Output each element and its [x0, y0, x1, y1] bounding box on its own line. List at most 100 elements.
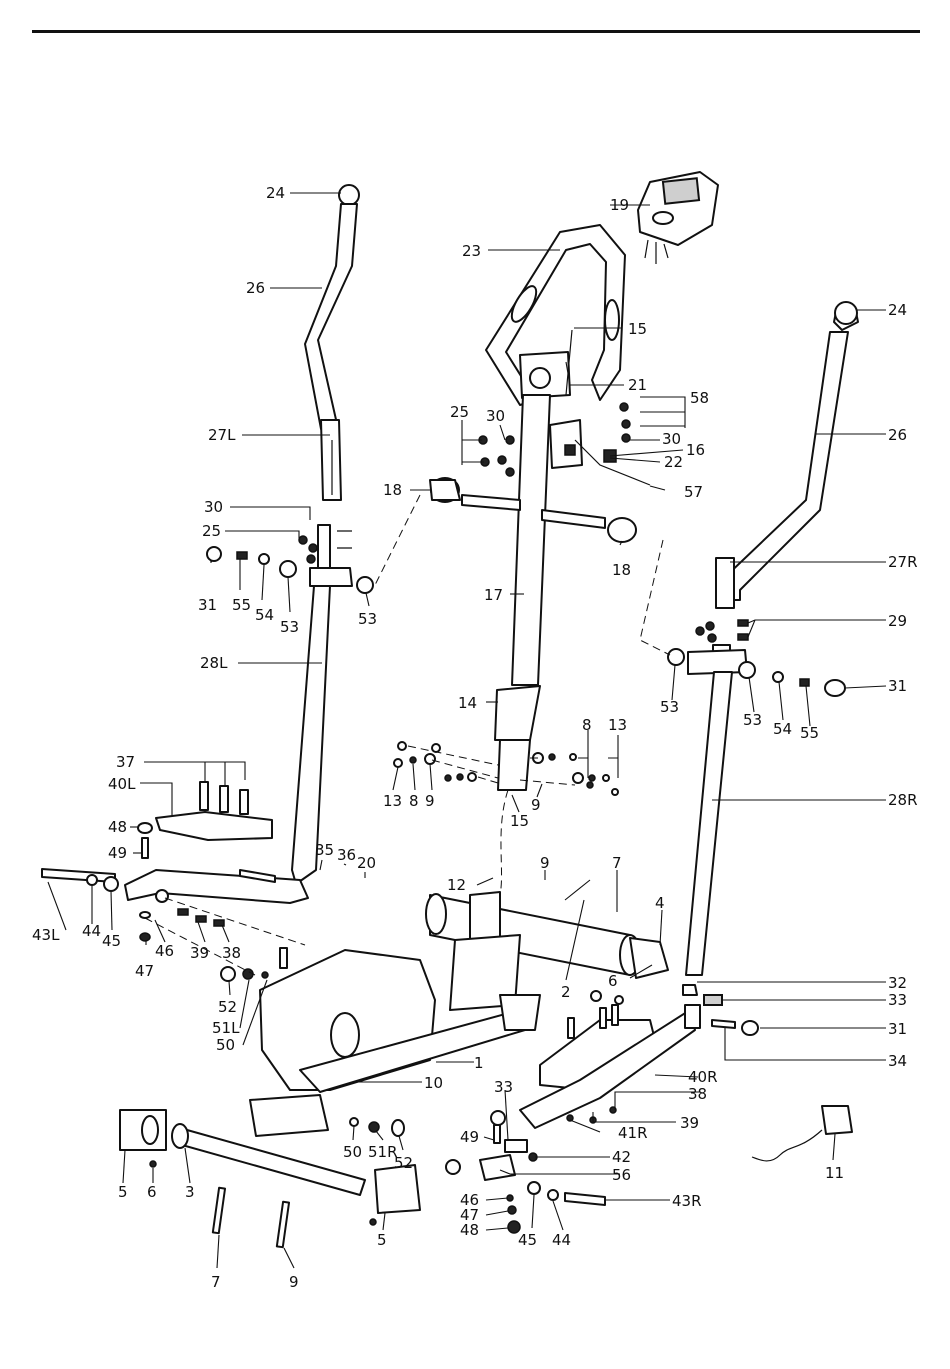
label-49: 49: [460, 1128, 479, 1146]
label-31: 31: [198, 596, 217, 614]
handlebar-26-left: [305, 204, 357, 429]
label-48: 48: [460, 1221, 479, 1239]
power-adapter: [752, 1106, 852, 1161]
label-13: 13: [383, 792, 402, 810]
label-38: 38: [222, 944, 241, 962]
label-26: 26: [246, 279, 265, 297]
label-18: 18: [383, 481, 402, 499]
label-47: 47: [135, 962, 154, 980]
label-15: 15: [510, 812, 529, 830]
leader-lines: [48, 193, 886, 1268]
label-28L: 28L: [200, 654, 228, 672]
label-50: 50: [343, 1143, 362, 1161]
label-35: 35: [315, 841, 334, 859]
joint-sleeve-left: [318, 525, 330, 568]
label-42: 42: [612, 1148, 631, 1166]
label-22: 22: [664, 453, 683, 471]
label-36: 36: [337, 846, 356, 864]
label-27R: 27R: [888, 553, 918, 571]
label-3: 3: [185, 1183, 195, 1201]
label-45: 45: [102, 932, 121, 950]
label-53: 53: [743, 711, 762, 729]
label-24: 24: [266, 184, 285, 202]
label-52: 52: [218, 998, 237, 1016]
end-cap-24-left: [339, 185, 359, 205]
pedal-arm-38-left: [125, 870, 308, 903]
label-16: 16: [686, 441, 705, 459]
label-56: 56: [612, 1166, 631, 1184]
label-7: 7: [612, 854, 622, 872]
label-46: 46: [155, 942, 174, 960]
label-40L: 40L: [108, 775, 136, 793]
mast-tube: [512, 395, 550, 685]
label-27L: 27L: [208, 426, 236, 444]
label-31: 31: [888, 677, 907, 695]
label-18: 18: [612, 561, 631, 579]
label-20: 20: [357, 854, 376, 872]
adapter-11: [822, 1106, 852, 1134]
label-54: 54: [773, 720, 792, 738]
end-cap-5-right: [375, 1165, 420, 1213]
label-9: 9: [425, 792, 435, 810]
label-37: 37: [116, 753, 135, 771]
end-cap-4: [630, 938, 668, 978]
label-34: 34: [888, 1052, 907, 1070]
label-48: 48: [108, 818, 127, 836]
label-9: 9: [540, 854, 550, 872]
label-30: 30: [662, 430, 681, 448]
label-55: 55: [232, 596, 251, 614]
label-11: 11: [825, 1164, 844, 1182]
label-55: 55: [800, 724, 819, 742]
label-14: 14: [458, 694, 477, 712]
front-stabilizer-3: [175, 1128, 365, 1195]
label-28R: 28R: [888, 791, 918, 809]
label-21: 21: [628, 376, 647, 394]
label-58: 58: [690, 389, 709, 407]
label-50: 50: [216, 1036, 235, 1054]
label-38: 38: [688, 1085, 707, 1103]
crossbar-left: [462, 495, 520, 510]
label-41R: 41R: [618, 1124, 648, 1142]
label-45: 45: [518, 1231, 537, 1249]
bushing-18-right: [608, 518, 636, 542]
handlebar-26-right: [722, 332, 848, 600]
label-26: 26: [888, 426, 907, 444]
label-25: 25: [202, 522, 221, 540]
label-9: 9: [289, 1273, 299, 1291]
label-15: 15: [628, 320, 647, 338]
label-6: 6: [608, 972, 618, 990]
label-44: 44: [552, 1231, 571, 1249]
label-39: 39: [680, 1114, 699, 1132]
label-30: 30: [204, 498, 223, 516]
label-54: 54: [255, 606, 274, 624]
left-handlebar-upper: [305, 185, 359, 500]
label-6: 6: [147, 1183, 157, 1201]
label-32: 32: [888, 974, 907, 992]
label-53: 53: [280, 618, 299, 636]
label-23: 23: [462, 242, 481, 260]
handlebar-tube-27L: [321, 420, 341, 500]
boot-14: [495, 686, 540, 740]
label-31: 31: [888, 1020, 907, 1038]
label-7: 7: [211, 1273, 221, 1291]
left-pedal-arm: [42, 782, 308, 941]
label-8: 8: [409, 792, 419, 810]
label-25: 25: [450, 403, 469, 421]
label-33: 33: [888, 991, 907, 1009]
label-49: 49: [108, 844, 127, 862]
label-8: 8: [582, 716, 592, 734]
label-57: 57: [684, 483, 703, 501]
label-43R: 43R: [672, 1192, 702, 1210]
label-2: 2: [561, 983, 571, 1001]
label-19: 19: [610, 196, 629, 214]
end-cap-24-right: [835, 302, 857, 324]
label-52: 52: [394, 1154, 413, 1172]
label-10: 10: [424, 1074, 443, 1092]
pivot-tube-left: [310, 568, 352, 586]
label-4: 4: [655, 894, 665, 912]
label-43L: 43L: [32, 926, 60, 944]
label-24: 24: [888, 301, 907, 319]
console: [638, 172, 718, 264]
